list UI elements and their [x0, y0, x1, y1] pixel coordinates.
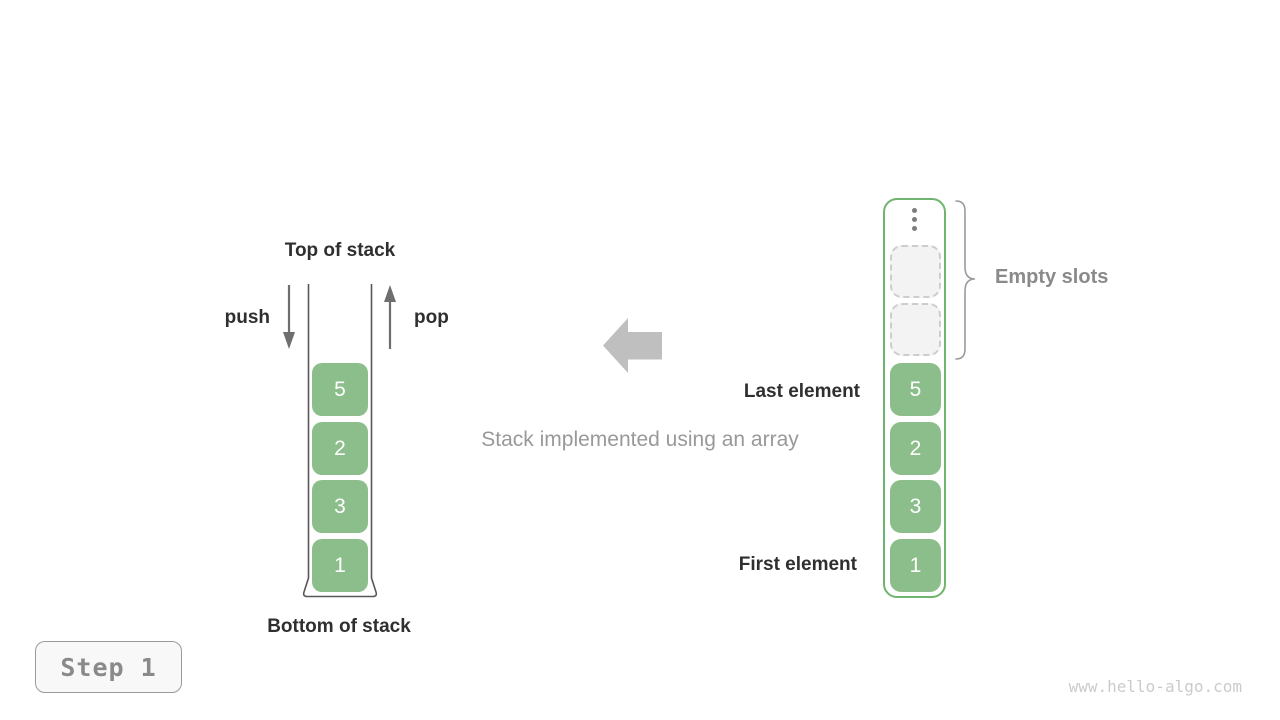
push-down-arrow-icon: [283, 285, 295, 349]
watermark-text: www.hello-algo.com: [1068, 677, 1242, 696]
array-cell: 2: [890, 422, 941, 475]
curly-brace-icon: [955, 200, 976, 360]
pop-up-arrow-icon: [384, 285, 396, 349]
empty-slot: [890, 245, 941, 298]
pop-label: pop: [414, 307, 449, 328]
stack-cell: 3: [312, 480, 368, 533]
bottom-of-stack-label: Bottom of stack: [267, 616, 411, 637]
stack-container-outline: [302, 284, 378, 598]
push-label: push: [224, 307, 270, 328]
array-cell: 5: [890, 363, 941, 416]
last-element-label: Last element: [743, 381, 860, 402]
empty-slots-label: Empty slots: [995, 266, 1109, 288]
vertical-ellipsis-icon: [912, 208, 917, 231]
array-cell: 3: [890, 480, 941, 533]
ellipsis-dot: [912, 226, 917, 231]
stack-cell: 5: [312, 363, 368, 416]
top-of-stack-label: Top of stack: [284, 240, 396, 261]
array-cell: 1: [890, 539, 941, 592]
first-element-label: First element: [738, 554, 857, 575]
stack-cell: 1: [312, 539, 368, 592]
ellipsis-dot: [912, 208, 917, 213]
empty-slot: [890, 303, 941, 356]
left-block-arrow-icon: [603, 318, 662, 373]
diagram-caption: Stack implemented using an array: [481, 428, 799, 451]
ellipsis-dot: [912, 217, 917, 222]
step-badge: Step 1: [35, 641, 182, 693]
array-container: [883, 198, 946, 598]
stack-cell: 2: [312, 422, 368, 475]
